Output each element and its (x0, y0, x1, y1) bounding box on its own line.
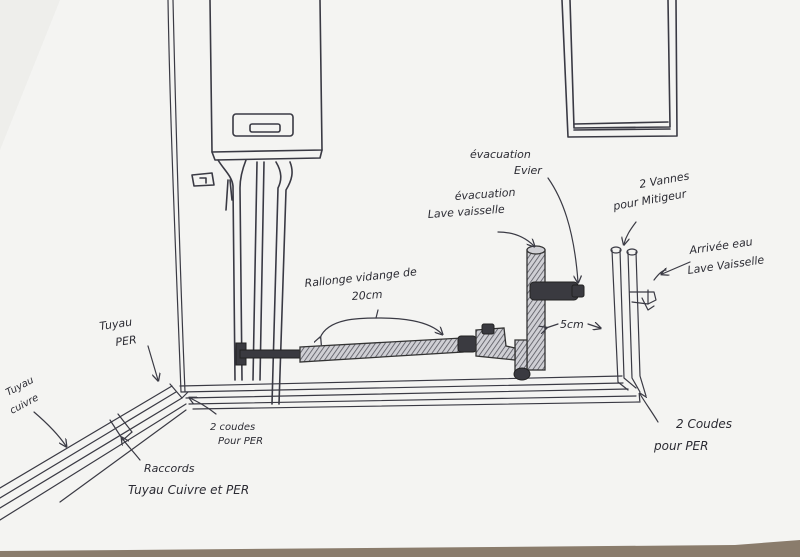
label-coudes-right-1: 2 Coudes (676, 417, 732, 431)
label-tuyau-per-1: Tuyau (99, 316, 133, 333)
label-coudes-right-2: pour PER (653, 439, 708, 453)
label-raccords-2: Tuyau Cuivre et PER (128, 483, 249, 497)
label-5cm: 5cm (560, 318, 584, 331)
label-raccords-1: Raccords (144, 462, 195, 475)
drain-assembly (513, 245, 585, 381)
wall-corner (167, 0, 186, 393)
label-evacuation-evier-2: Evier (514, 164, 543, 177)
skirting-pipes (179, 375, 641, 410)
upper-cabinet (561, 0, 678, 138)
label-tuyau-per-2: PER (115, 333, 138, 349)
paper-shadow (0, 0, 60, 150)
label-coudes-left-1: 2 coudes (210, 422, 255, 433)
boiler-unit (191, 0, 323, 405)
right-pipes (610, 246, 667, 397)
diagonal-pipes (0, 383, 189, 521)
annotation-arrows (33, 177, 691, 461)
label-rallonge-2: 20cm (351, 288, 383, 303)
label-evacuation-lv-1: évacuation (454, 186, 516, 203)
label-evacuation-evier-1: évacuation (470, 148, 531, 161)
label-evacuation-lv-2: Lave vaisselle (427, 203, 505, 221)
label-coudes-left-2: Pour PER (218, 436, 263, 447)
